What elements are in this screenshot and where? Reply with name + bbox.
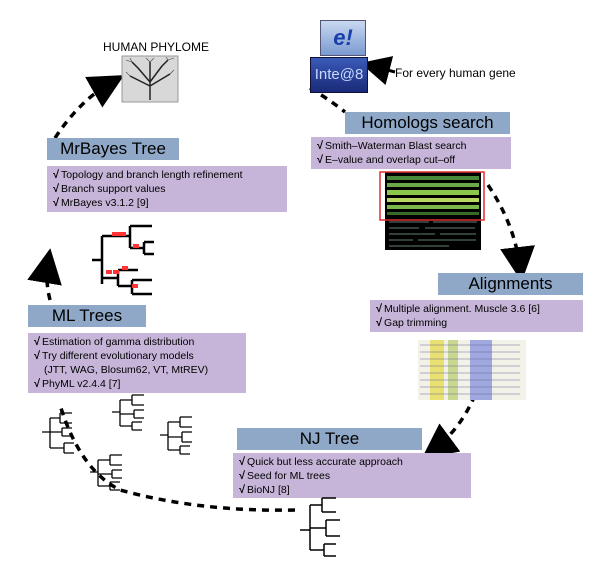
- ml-box: √Estimation of gamma distribution √Try d…: [28, 333, 246, 393]
- mrbayes-item: √Branch support values: [53, 183, 166, 195]
- for-every-gene-label: For every human gene: [395, 66, 516, 80]
- arc-homologs-to-alignments: [486, 184, 535, 282]
- mrbayes-box: √Topology and branch length refinement √…: [47, 166, 287, 212]
- ml-item: √Estimation of gamma distribution: [34, 336, 195, 348]
- nj-item: √Seed for ML trees: [239, 470, 331, 482]
- arc-mrbayes-to-phylome: [53, 75, 125, 139]
- mrbayes-item: √MrBayes v3.1.2 [9]: [53, 197, 149, 209]
- arc-ml-to-mrbayes: [27, 248, 62, 301]
- alignments-box: √Multiple alignment. Muscle 3.6 [6] √Gap…: [370, 300, 583, 332]
- alignments-item: √Multiple alignment. Muscle 3.6 [6]: [376, 303, 540, 315]
- arc-nj-to-ml: [58, 404, 296, 512]
- human-phylome-label: HUMAN PHYLOME: [103, 40, 210, 54]
- mrbayes-title: MrBayes Tree: [47, 138, 179, 160]
- nj-item: √BioNJ [8]: [239, 484, 290, 496]
- integr8-logo-text: Inte@8: [314, 66, 364, 83]
- nj-box: √Quick but less accurate approach √Seed …: [233, 453, 471, 498]
- nj-title: NJ Tree: [237, 428, 422, 450]
- homologs-box: √Smith–Waterman Blast search √E–value an…: [311, 137, 511, 169]
- ml-title: ML Trees: [28, 305, 146, 327]
- arrow-to-ensembl: [360, 56, 396, 86]
- homologs-item: √Smith–Waterman Blast search: [317, 140, 467, 152]
- mrbayes-item: √Topology and branch length refinement: [53, 169, 243, 181]
- homologs-title: Homologs search: [345, 112, 510, 134]
- alignments-title: Alignments: [438, 273, 583, 295]
- homologs-item: √E–value and overlap cut–off: [317, 154, 456, 166]
- ml-item: √Try different evolutionary models: [34, 350, 194, 362]
- ml-item: (JTT, WAG, Blosum62, VT, MtREV): [44, 364, 209, 376]
- integr8-logo: Inte@8: [310, 57, 368, 93]
- ensembl-logo-text: e!: [333, 25, 353, 50]
- nj-item: √Quick but less accurate approach: [239, 456, 403, 468]
- alignments-item: √Gap trimming: [376, 317, 448, 329]
- arc-alignments-to-nj: [421, 394, 477, 459]
- ensembl-logo: e!: [320, 20, 366, 56]
- ml-item: √PhyML v2.4.4 [7]: [34, 378, 121, 390]
